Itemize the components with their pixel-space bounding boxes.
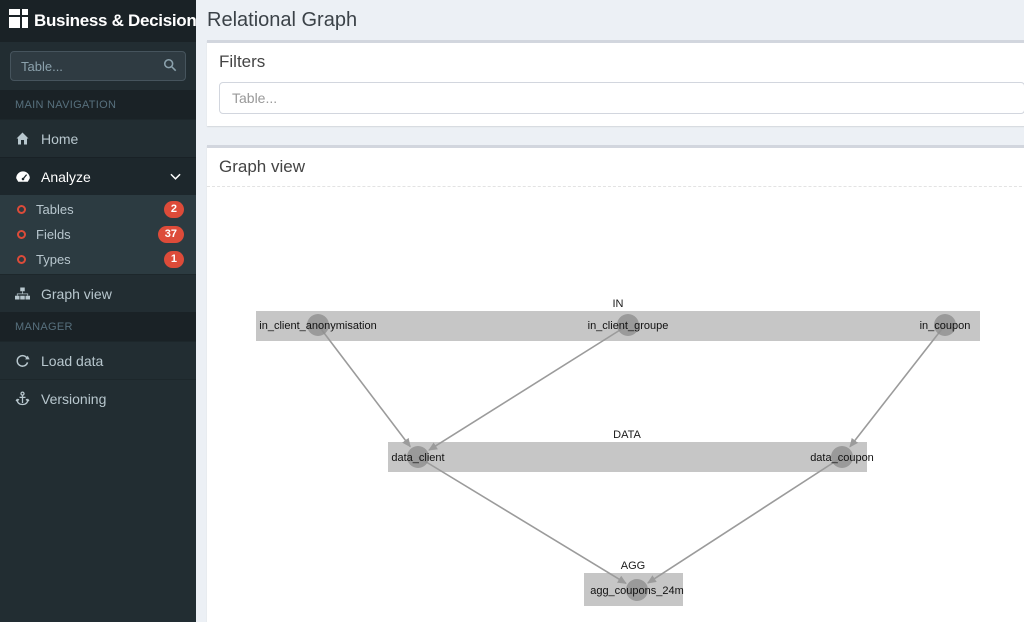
table-filter-input[interactable] [219,82,1024,114]
page-title: Relational Graph [207,8,358,31]
node-label: data_coupon [810,452,874,464]
node-label: agg_coupons_24m [590,585,684,597]
node-label: in_client_anonymisation [259,320,376,332]
circle-o-icon [17,230,26,239]
search-icon-button[interactable] [158,54,182,78]
edge-anonymisation-client [317,324,411,448]
edge-datacoupon-agg [647,456,843,584]
sidebar-item-label: Fields [36,227,71,242]
search-icon [163,58,177,75]
edge-client-agg [417,456,627,584]
group-band-data [388,442,867,472]
node-in-client-groupe[interactable]: in_client_groupe [588,314,669,336]
edge-coupon-datacoupon [849,324,946,448]
graph-view-panel-title: Graph view [207,148,1024,187]
node-label: data_client [391,452,444,464]
sidebar-item-label: Load data [41,352,104,369]
sidebar-item-label: Tables [36,202,74,217]
group-label-data: DATA [613,429,641,441]
home-icon [15,131,41,146]
circle-o-icon [17,205,26,214]
sidebar-item-label: Versioning [41,390,107,407]
edge-groupe-client [428,324,629,451]
fields-count-badge: 37 [157,226,184,243]
node-data-client[interactable]: data_client [391,446,445,468]
node-label: in_coupon [920,320,971,332]
analyze-submenu: Tables 2 Fields 37 Types 1 [0,195,196,274]
tables-count-badge: 2 [163,201,184,218]
sidebar-item-tables[interactable]: Tables 2 [0,197,196,222]
sidebar-nav: Home Analyze [0,119,196,417]
node-label: in_client_groupe [588,320,669,332]
sidebar: Business & Decision MAIN NAVIGATION [0,0,197,622]
node-in-coupon[interactable]: in_coupon [920,314,971,336]
sidebar-search-input[interactable] [10,51,186,81]
relational-graph-canvas[interactable]: IN DATA AGG in_client_anonymisati [207,187,1024,622]
brand-logo-icon [9,9,28,33]
sitemap-icon [15,286,41,301]
sidebar-item-fields[interactable]: Fields 37 [0,222,196,247]
types-count-badge: 1 [163,251,184,268]
nav-header-manager: MANAGER [0,312,196,341]
main-content: Relational Graph Filters Graph view [196,0,1024,622]
sidebar-item-label: Graph view [41,285,112,302]
nav-header-main: MAIN NAVIGATION [0,90,196,119]
tachometer-icon [15,169,41,185]
brand-logo[interactable]: Business & Decision [0,0,197,42]
group-label-in: IN [613,298,624,310]
node-data-coupon[interactable]: data_coupon [810,446,874,468]
sidebar-search [0,42,196,90]
sidebar-item-load-data[interactable]: Load data [0,341,196,379]
group-label-agg: AGG [621,560,645,572]
sidebar-item-graph-view[interactable]: Graph view [0,274,196,312]
filters-panel: Filters [207,40,1024,126]
filters-panel-title: Filters [219,52,266,71]
node-agg-coupons-24m[interactable]: agg_coupons_24m [590,579,684,601]
content-header: Relational Graph [196,0,1024,40]
graph-view-panel: Graph view IN DATA AGG [207,145,1024,622]
anchor-icon [15,391,41,406]
sidebar-item-label: Home [41,130,79,147]
sidebar-item-analyze[interactable]: Analyze [0,157,196,195]
brand-name: Business & Decision [34,11,197,30]
graph-edges [317,324,946,584]
refresh-icon [15,353,41,368]
sidebar-item-versioning[interactable]: Versioning [0,379,196,417]
sidebar-item-types[interactable]: Types 1 [0,247,196,272]
sidebar-item-label: Analyze [41,168,91,185]
circle-o-icon [17,255,26,264]
chevron-down-icon [170,173,181,180]
sidebar-item-label: Types [36,252,71,267]
filters-panel-body [207,78,1024,126]
node-in-client-anonymisation[interactable]: in_client_anonymisation [259,314,377,336]
sidebar-item-home[interactable]: Home [0,119,196,157]
